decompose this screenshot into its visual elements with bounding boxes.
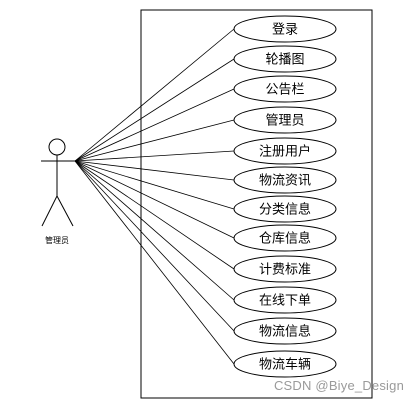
actor-right-leg <box>56 195 74 227</box>
association-line <box>74 28 235 162</box>
use-case-ellipse <box>233 350 337 378</box>
use-case-label: 公告栏 <box>265 83 304 98</box>
use-case: 在线下单 <box>233 286 337 314</box>
use-case: 注册用户 <box>233 137 337 165</box>
association-line <box>74 88 235 162</box>
association-line <box>74 160 235 301</box>
association-line <box>74 160 235 181</box>
use-case-ellipse <box>233 195 337 223</box>
association-line <box>74 150 235 162</box>
use-case: 分类信息 <box>233 195 337 223</box>
actor-head <box>48 138 66 156</box>
use-case: 物流资讯 <box>233 166 337 194</box>
use-case: 计费标准 <box>233 255 337 283</box>
use-case-ellipse <box>233 75 337 103</box>
use-case-ellipse <box>233 45 337 73</box>
association-line <box>74 160 235 332</box>
use-case-label: 登录 <box>272 23 298 38</box>
system-boundary <box>140 9 373 399</box>
use-case: 管理员 <box>233 106 337 134</box>
use-case-label: 注册用户 <box>259 144 311 160</box>
use-case-label: 计费标准 <box>259 263 311 278</box>
use-case: 物流信息 <box>233 317 337 345</box>
use-case-label: 管理员 <box>265 114 304 129</box>
use-case: 轮播图 <box>233 45 337 73</box>
actor-left-leg <box>41 195 58 227</box>
use-case-group: 登录轮播图公告栏管理员注册用户物流资讯分类信息仓库信息计费标准在线下单物流信息物… <box>233 15 337 378</box>
use-case-label: 仓库信息 <box>259 231 311 247</box>
use-case-label: 物流车辆 <box>259 357 311 373</box>
use-case-ellipse <box>233 137 337 165</box>
association-line <box>74 160 235 210</box>
use-case-label: 轮播图 <box>265 53 304 68</box>
use-case: 登录 <box>233 15 337 43</box>
use-case-label: 分类信息 <box>259 202 311 218</box>
use-case: 物流车辆 <box>233 350 337 378</box>
watermark: CSDN @Biye_Design <box>273 378 404 393</box>
association-lines <box>74 28 235 365</box>
use-case-label: 物流资讯 <box>259 174 311 189</box>
use-case-ellipse <box>233 255 337 283</box>
association-line <box>74 160 235 239</box>
association-line <box>74 160 235 365</box>
use-case-ellipse <box>233 224 337 252</box>
use-case-ellipse <box>233 166 337 194</box>
use-case-label: 物流信息 <box>259 324 311 340</box>
association-line <box>74 119 235 162</box>
use-case-ellipse <box>233 317 337 345</box>
association-line <box>74 58 235 162</box>
use-case: 公告栏 <box>233 75 337 103</box>
association-line <box>74 160 235 270</box>
use-case-ellipse <box>233 286 337 314</box>
use-case-ellipse <box>233 106 337 134</box>
use-case-label: 在线下单 <box>259 294 311 309</box>
actor-figure <box>41 138 75 227</box>
use-case-ellipse <box>233 15 337 43</box>
use-case: 仓库信息 <box>233 224 337 252</box>
actor-label: 管理员 <box>45 235 69 245</box>
